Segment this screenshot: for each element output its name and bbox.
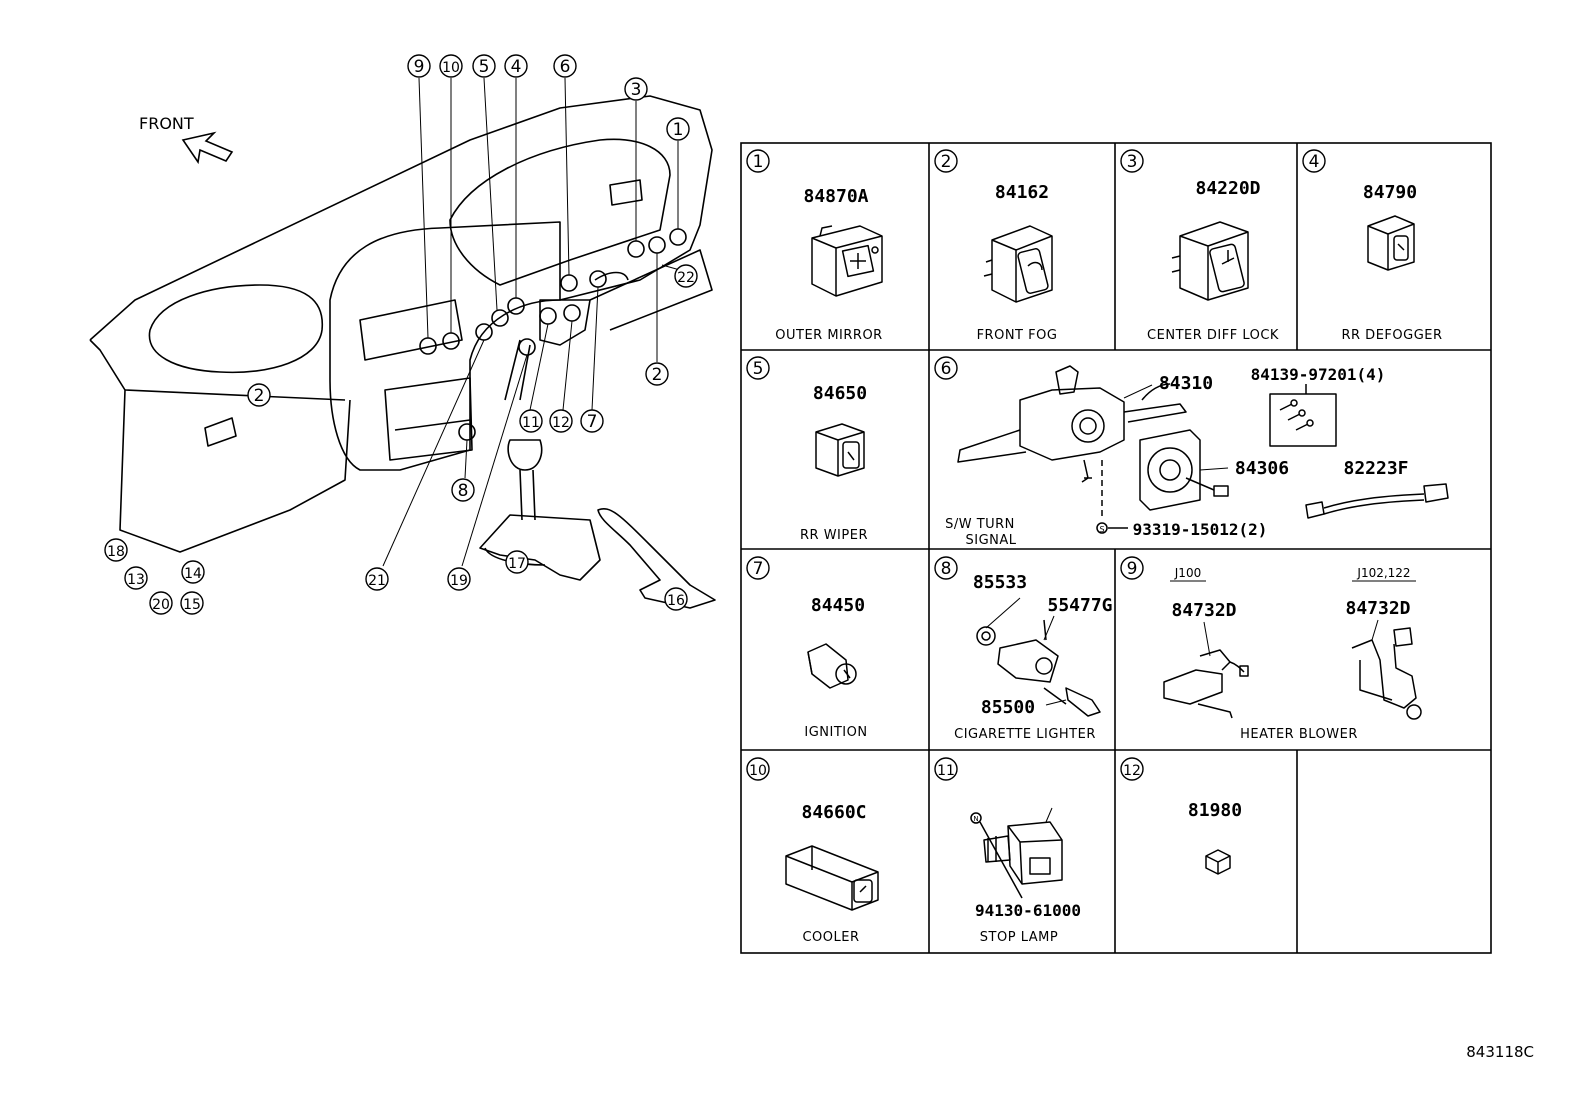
callout-13: 13 — [127, 572, 145, 588]
part-84139-97201: 84139-97201(4) — [1251, 365, 1386, 384]
s-mark: S — [1099, 525, 1104, 534]
callout-6: 6 — [560, 57, 571, 77]
captions: OUTER MIRROR FRONT FOG CENTER DIFF LOCK … — [775, 328, 1442, 945]
callout-21: 21 — [368, 573, 386, 589]
part-labels: 84870A 84162 84220D 84790 84650 84310 84… — [801, 178, 1417, 920]
turn-signal-switch-illustration — [957, 365, 1449, 534]
heater-blower-resistor-left-illustration — [1163, 649, 1249, 719]
callout-2b: 2 — [254, 386, 265, 406]
caption-heater-blower: HEATER BLOWER — [1240, 727, 1358, 742]
part-84732D-right: 84732D — [1345, 598, 1410, 619]
cell-2-number: 2 — [941, 152, 952, 172]
cell-7-number: 7 — [753, 559, 764, 579]
callout-12: 12 — [552, 415, 570, 431]
part-82223F: 82223F — [1343, 458, 1408, 479]
part-84310: 84310 — [1159, 373, 1213, 394]
cell-5-number: 5 — [753, 359, 764, 379]
parts-table — [740, 142, 1492, 954]
part-81980: 81980 — [1188, 800, 1242, 821]
part-85500: 85500 — [981, 697, 1035, 718]
callout-16: 16 — [667, 593, 685, 609]
variant-j100: J100 — [1174, 566, 1201, 580]
cell-8-number: 8 — [941, 559, 952, 579]
caption-sw-turn-line2: SIGNAL — [965, 533, 1016, 548]
leader-lines — [382, 77, 681, 567]
callout-11: 11 — [522, 415, 540, 431]
caption-sw-turn-line1: S/W TURN — [945, 517, 1015, 532]
center-diff-lock-switch-illustration — [1171, 221, 1249, 301]
part-84790: 84790 — [1363, 182, 1417, 203]
caption-rr-defogger: RR DEFOGGER — [1341, 328, 1442, 343]
part-84650: 84650 — [813, 383, 867, 404]
caption-ignition: IGNITION — [804, 725, 867, 740]
callout-9: 9 — [414, 57, 425, 77]
caption-rr-wiper: RR WIPER — [800, 528, 868, 543]
cell-11-number: 11 — [937, 763, 955, 779]
part-94130-61000: 94130-61000 — [975, 901, 1081, 920]
part-84660C: 84660C — [801, 802, 866, 823]
caption-outer-mirror: OUTER MIRROR — [775, 328, 882, 343]
callout-10: 10 — [442, 60, 460, 76]
cell-1-number: 1 — [753, 152, 764, 172]
callout-3: 3 — [631, 80, 642, 100]
caption-center-diff-lock: CENTER DIFF LOCK — [1147, 328, 1279, 343]
caption-stop-lamp: STOP LAMP — [980, 930, 1058, 945]
cell-4-number: 4 — [1309, 152, 1320, 172]
callout-1: 1 — [673, 120, 684, 140]
callout-4: 4 — [511, 57, 522, 77]
callout-7: 7 — [587, 412, 598, 432]
part-84306: 84306 — [1235, 458, 1289, 479]
callout-2a: 2 — [652, 365, 663, 385]
callouts: 9 10 5 4 6 3 1 22 2 2 11 12 7 8 18 13 14… — [104, 54, 698, 615]
caption-cigarette-lighter: CIGARETTE LIGHTER — [954, 727, 1096, 742]
callout-17: 17 — [508, 556, 526, 572]
front-label: FRONT — [139, 114, 194, 133]
part-81980-illustration — [1205, 849, 1231, 875]
caption-cooler: COOLER — [802, 930, 859, 945]
cell-12-number: 12 — [1123, 763, 1141, 779]
part-93319-15012: 93319-15012(2) — [1133, 520, 1268, 539]
cell-6-number: 6 — [941, 359, 952, 379]
callout-15: 15 — [183, 597, 201, 613]
part-84732D-left: 84732D — [1171, 600, 1236, 621]
callout-8: 8 — [458, 481, 469, 501]
outer-mirror-switch-illustration — [811, 225, 883, 297]
ignition-switch-illustration — [807, 643, 857, 689]
rr-wiper-switch-illustration — [815, 423, 865, 477]
part-84162: 84162 — [995, 182, 1049, 203]
cell-9-number: 9 — [1127, 559, 1138, 579]
n-mark: N — [973, 815, 978, 823]
callout-20: 20 — [152, 597, 170, 613]
callout-22: 22 — [677, 270, 695, 286]
front-arrow-icon — [181, 131, 234, 165]
cell-3-number: 3 — [1127, 152, 1138, 172]
cooler-switch-illustration — [785, 845, 879, 911]
reference-code: 843118C — [1466, 1043, 1534, 1061]
dashboard-illustration — [89, 95, 716, 609]
part-84450: 84450 — [811, 595, 865, 616]
callout-18: 18 — [107, 544, 125, 560]
part-55477G: 55477G — [1047, 595, 1112, 616]
stop-lamp-switch-illustration — [970, 812, 1063, 899]
cell-numbers: 1 2 3 4 5 6 7 8 9 10 11 12 — [746, 149, 1326, 781]
rr-defogger-switch-illustration — [1367, 215, 1415, 271]
callout-5: 5 — [479, 57, 490, 77]
heater-blower-resistor-right-illustration — [1351, 627, 1422, 720]
part-85533: 85533 — [973, 572, 1027, 593]
front-fog-switch-illustration — [983, 225, 1053, 303]
callout-14: 14 — [184, 566, 202, 582]
caption-front-fog: FRONT FOG — [977, 328, 1058, 343]
variant-j102-122: J102,122 — [1356, 566, 1410, 580]
part-84220D: 84220D — [1195, 178, 1260, 199]
cell-10-number: 10 — [749, 763, 767, 779]
callout-19: 19 — [450, 573, 468, 589]
part-84870A: 84870A — [803, 186, 868, 207]
